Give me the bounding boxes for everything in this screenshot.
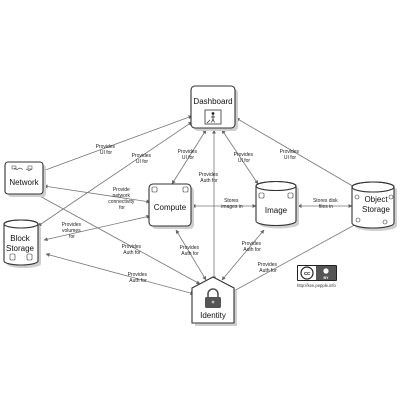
label-block-compute: Provides volumes for [62, 222, 83, 240]
label-compute-identity: Provides Auth for [180, 245, 201, 257]
label-network-compute: Provide network connectivity for [108, 187, 136, 211]
label-object-identity: Provides Auth for [258, 262, 279, 274]
node-dashboard: Dashboard [190, 85, 238, 131]
by-badge-text: BY [324, 276, 330, 280]
network-icon [11, 165, 33, 171]
label-dash-image: Provides UI for [234, 152, 255, 164]
node-compute: Compute [148, 183, 194, 229]
label-network-identity: Provides Auth for [122, 244, 143, 256]
node-identity: Identity [191, 276, 237, 326]
edge-object-storage-identity [231, 221, 361, 293]
edge-labels: Provides UI for Provides UI for Provides… [62, 144, 339, 284]
compute-chip-icon [151, 186, 189, 193]
label-dash-compute: Provides UI for [178, 149, 199, 161]
node-identity-label: Identity [200, 311, 226, 320]
node-dashboard-label: Dashboard [193, 97, 232, 106]
credit-url[interactable]: http://ken.pepple.info [297, 283, 337, 288]
label-dash-identity: Provides Auth for [199, 172, 220, 184]
lock-icon [205, 288, 221, 308]
block-volume-icon [9, 253, 33, 261]
cc-license-icon: cc BY [297, 265, 337, 281]
edge-image-identity [221, 229, 265, 281]
node-image-label: Image [265, 206, 288, 215]
node-block-storage-label-1: Block [10, 234, 31, 243]
label-dash-object: Provides UI for [280, 149, 301, 161]
node-image: Image [255, 180, 299, 229]
node-compute-label: Compute [154, 203, 187, 212]
label-block-identity: Provides Auth for [128, 272, 149, 284]
object-blob-icon [354, 194, 394, 225]
image-disk-icon [258, 192, 294, 199]
edge-block-storage-compute [43, 214, 151, 242]
node-object-storage-label-1: Object [364, 195, 388, 204]
label-dash-block: Provides UI for [132, 153, 153, 165]
node-block-storage: Block Storage [3, 219, 41, 268]
label-dash-network: Provides UI for [96, 144, 117, 156]
label-compute-image: Stores images in [221, 198, 243, 210]
node-network-label: Network [9, 178, 39, 187]
label-image-identity: Provides Auth for [242, 241, 263, 253]
edges [35, 115, 361, 295]
dashboard-person-icon [204, 109, 222, 125]
node-object-storage: Object Storage [351, 181, 397, 231]
cc-badge-text: cc [304, 271, 310, 277]
edge-block-storage-identity [45, 253, 195, 295]
node-network: Network [4, 161, 46, 197]
edge-dashboard-object-storage [235, 117, 357, 189]
label-image-object: Stores disk files in [313, 198, 339, 210]
node-object-storage-label-2: Storage [362, 205, 391, 214]
node-block-storage-label-2: Storage [6, 244, 35, 253]
edge-dashboard-compute [171, 129, 207, 185]
